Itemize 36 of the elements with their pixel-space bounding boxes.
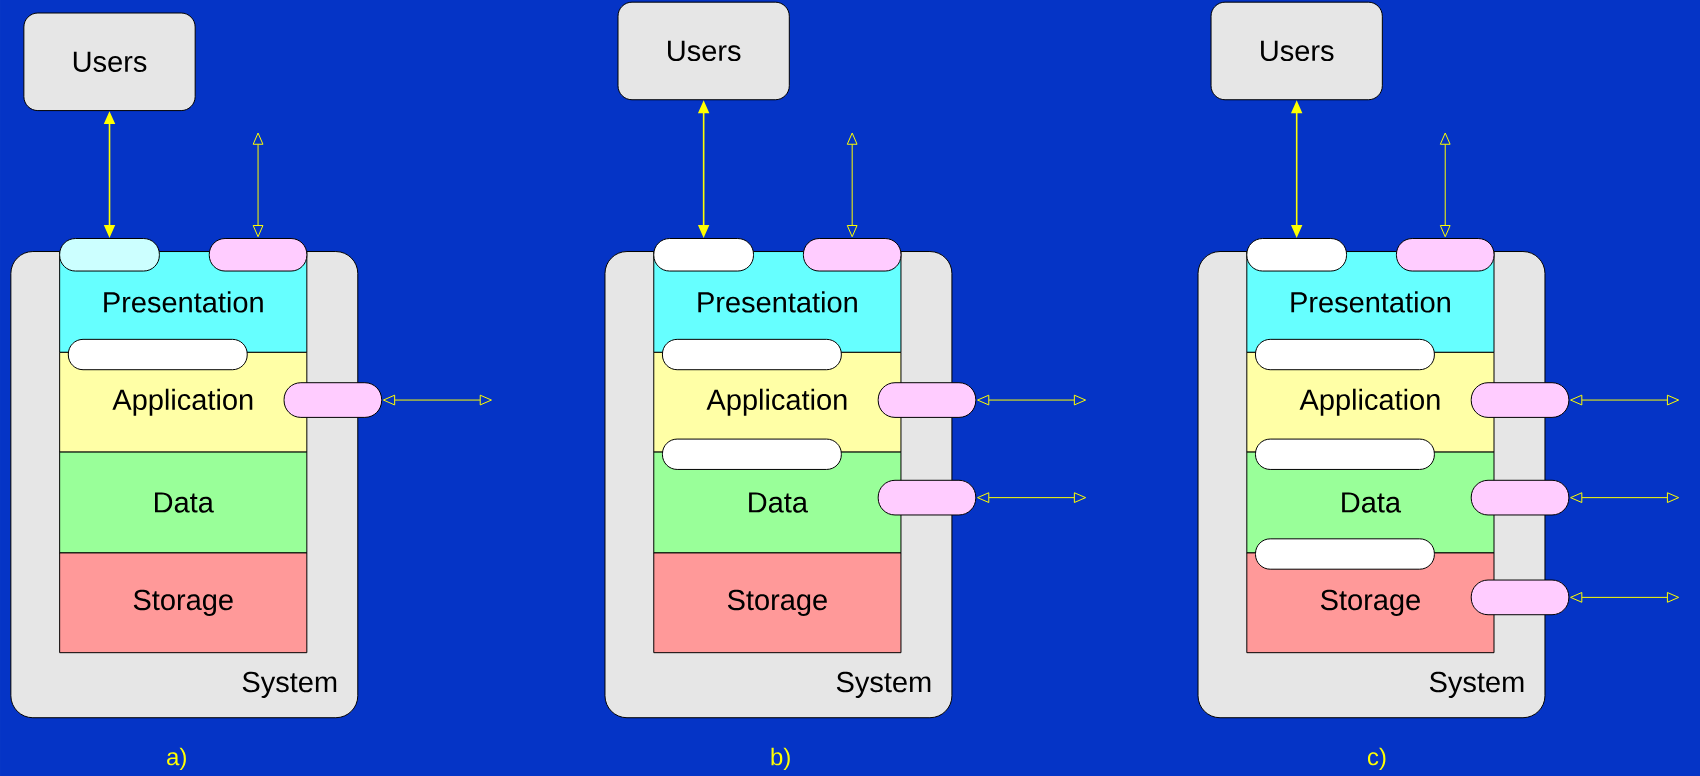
port-tab [661, 338, 842, 371]
port-tab [1470, 382, 1570, 418]
arrow [1570, 492, 1680, 503]
panel-label: b) [771, 747, 790, 771]
port-tab [67, 338, 248, 371]
port-tab [208, 238, 308, 272]
users-box: Users [617, 1, 790, 101]
arrow [977, 394, 1087, 406]
panel-label: a) [167, 747, 186, 771]
layer-box: Storage [653, 552, 902, 654]
panel-label: c) [1367, 747, 1386, 771]
arrow [382, 394, 492, 406]
port-tab [1255, 538, 1435, 570]
port-tab [1246, 238, 1348, 272]
arrow [1570, 394, 1680, 406]
port-tab [661, 438, 842, 470]
arrow [846, 132, 858, 238]
port-tab [283, 382, 383, 418]
arrow [1439, 132, 1451, 238]
port-tab [59, 238, 160, 272]
port-tab [1255, 438, 1435, 470]
layer-box: Storage [59, 552, 308, 654]
users-box: Users [1210, 1, 1383, 101]
port-tab [877, 479, 977, 516]
layer-box: Data [59, 451, 308, 554]
port-tab [653, 238, 754, 272]
arrow [252, 132, 264, 238]
arrow [1570, 592, 1680, 603]
users-box: Users [23, 12, 196, 112]
port-tab [802, 238, 902, 272]
port-tab [877, 382, 977, 418]
arrow [977, 492, 1087, 503]
port-tab [1395, 238, 1495, 272]
port-tab [1470, 579, 1570, 616]
port-tab [1470, 479, 1570, 516]
port-tab [1255, 338, 1435, 371]
